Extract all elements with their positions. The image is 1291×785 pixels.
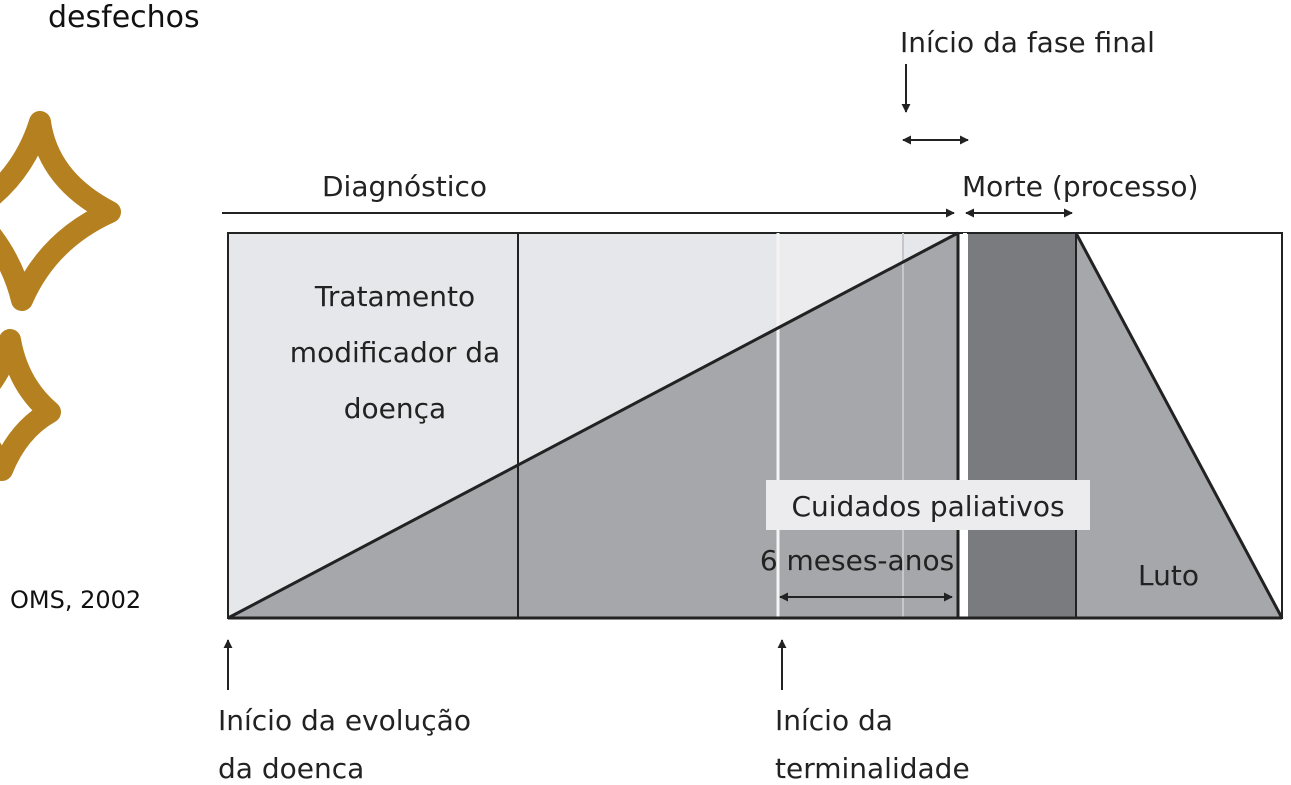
death-process-band — [968, 233, 1076, 618]
diagnostico-label: Diagnóstico — [322, 170, 487, 203]
cuidados-label-box — [766, 480, 1090, 530]
page-title: desfechos — [48, 0, 200, 35]
evolucao-label-line-2: da doenca — [218, 752, 364, 785]
progression-diagonal — [227, 231, 959, 620]
decorative-star-icon — [0, 329, 61, 481]
luto-label: Luto — [1138, 559, 1199, 592]
tratamento-line-1: Tratamento — [314, 280, 475, 313]
morte-processo-label: Morte (processo) — [962, 170, 1198, 203]
tratamento-line-2: modificador da — [290, 336, 500, 369]
inicio-fase-final-label: Início da fase final — [900, 26, 1155, 59]
grief-diagonal — [1074, 232, 1284, 619]
decorative-star-icon — [0, 111, 121, 311]
terminalidade-label-line-1: Início da — [775, 704, 893, 737]
tratamento-line-3: doença — [344, 392, 446, 425]
evolucao-label-line-1: Início da evolução — [218, 704, 471, 737]
six-months-label: 6 meses-anos — [760, 544, 954, 577]
source-citation: OMS, 2002 — [10, 586, 142, 614]
terminalidade-label-line-2: terminalidade — [775, 752, 970, 785]
cuidados-paliativos-label: Cuidados paliativos — [791, 490, 1064, 523]
